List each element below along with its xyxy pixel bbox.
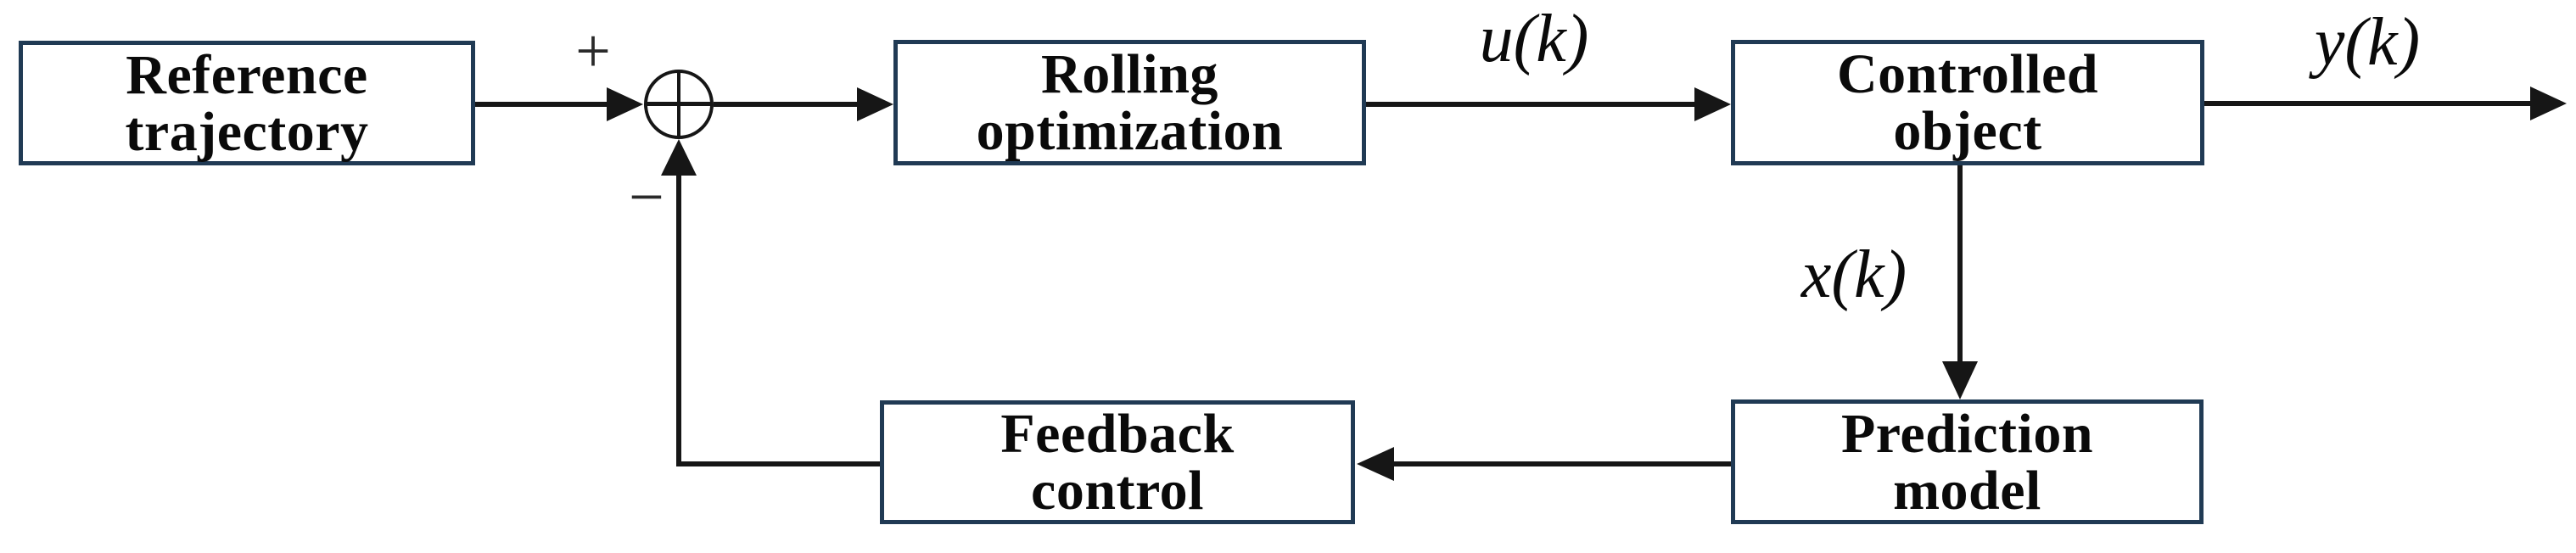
block-prediction-model: Prediction model: [1731, 399, 2204, 524]
line-reference-to-sum: [475, 102, 609, 107]
block-label-line1: Prediction: [1840, 402, 2094, 465]
block-label-line1: Rolling: [1041, 43, 1218, 105]
line-prediction-to-feedback: [1394, 461, 1731, 466]
line-controlled-output: [2204, 101, 2533, 106]
block-label-line2: control: [1031, 460, 1204, 522]
line-controlled-to-prediction: [1957, 165, 1963, 363]
block-reference-trajectory: Reference trajectory: [19, 41, 475, 165]
line-sum-to-rolling: [714, 102, 860, 107]
block-label-line2: trajectory: [125, 100, 369, 163]
block-label-line1: Reference: [126, 43, 368, 106]
block-label-line2: object: [1893, 100, 2042, 162]
signal-y-label: y(k): [2314, 5, 2421, 80]
block-feedback-control: Feedback control: [880, 400, 1355, 524]
block-label-line2: model: [1893, 459, 2041, 522]
summing-junction-cross-horizontal: [647, 102, 710, 106]
block-controlled-object: Controlled object: [1731, 40, 2204, 165]
signal-u-label: u(k): [1479, 2, 1589, 76]
minus-sign: −: [629, 163, 664, 232]
arrowhead-into-sum-bottom-icon: [661, 139, 697, 176]
arrowhead-into-rolling-icon: [857, 87, 893, 121]
block-label-line1: Controlled: [1836, 43, 2099, 105]
line-feedback-return-vertical: [676, 174, 681, 466]
arrowhead-output-icon: [2530, 87, 2567, 120]
arrowhead-into-controlled-icon: [1694, 87, 1731, 121]
block-rolling-optimization: Rolling optimization: [893, 40, 1366, 165]
block-label-line1: Feedback: [1000, 403, 1235, 465]
arrowhead-into-feedback-icon: [1357, 447, 1394, 481]
line-rolling-to-controlled: [1366, 102, 1697, 107]
summing-junction-icon: [644, 70, 714, 139]
line-feedback-return-horizontal: [679, 461, 880, 466]
arrowhead-into-prediction-icon: [1942, 361, 1978, 399]
signal-x-label: x(k): [1800, 237, 1907, 312]
block-label-line2: optimization: [976, 100, 1284, 162]
arrowhead-into-sum-icon: [607, 87, 643, 121]
plus-sign: +: [575, 17, 611, 87]
